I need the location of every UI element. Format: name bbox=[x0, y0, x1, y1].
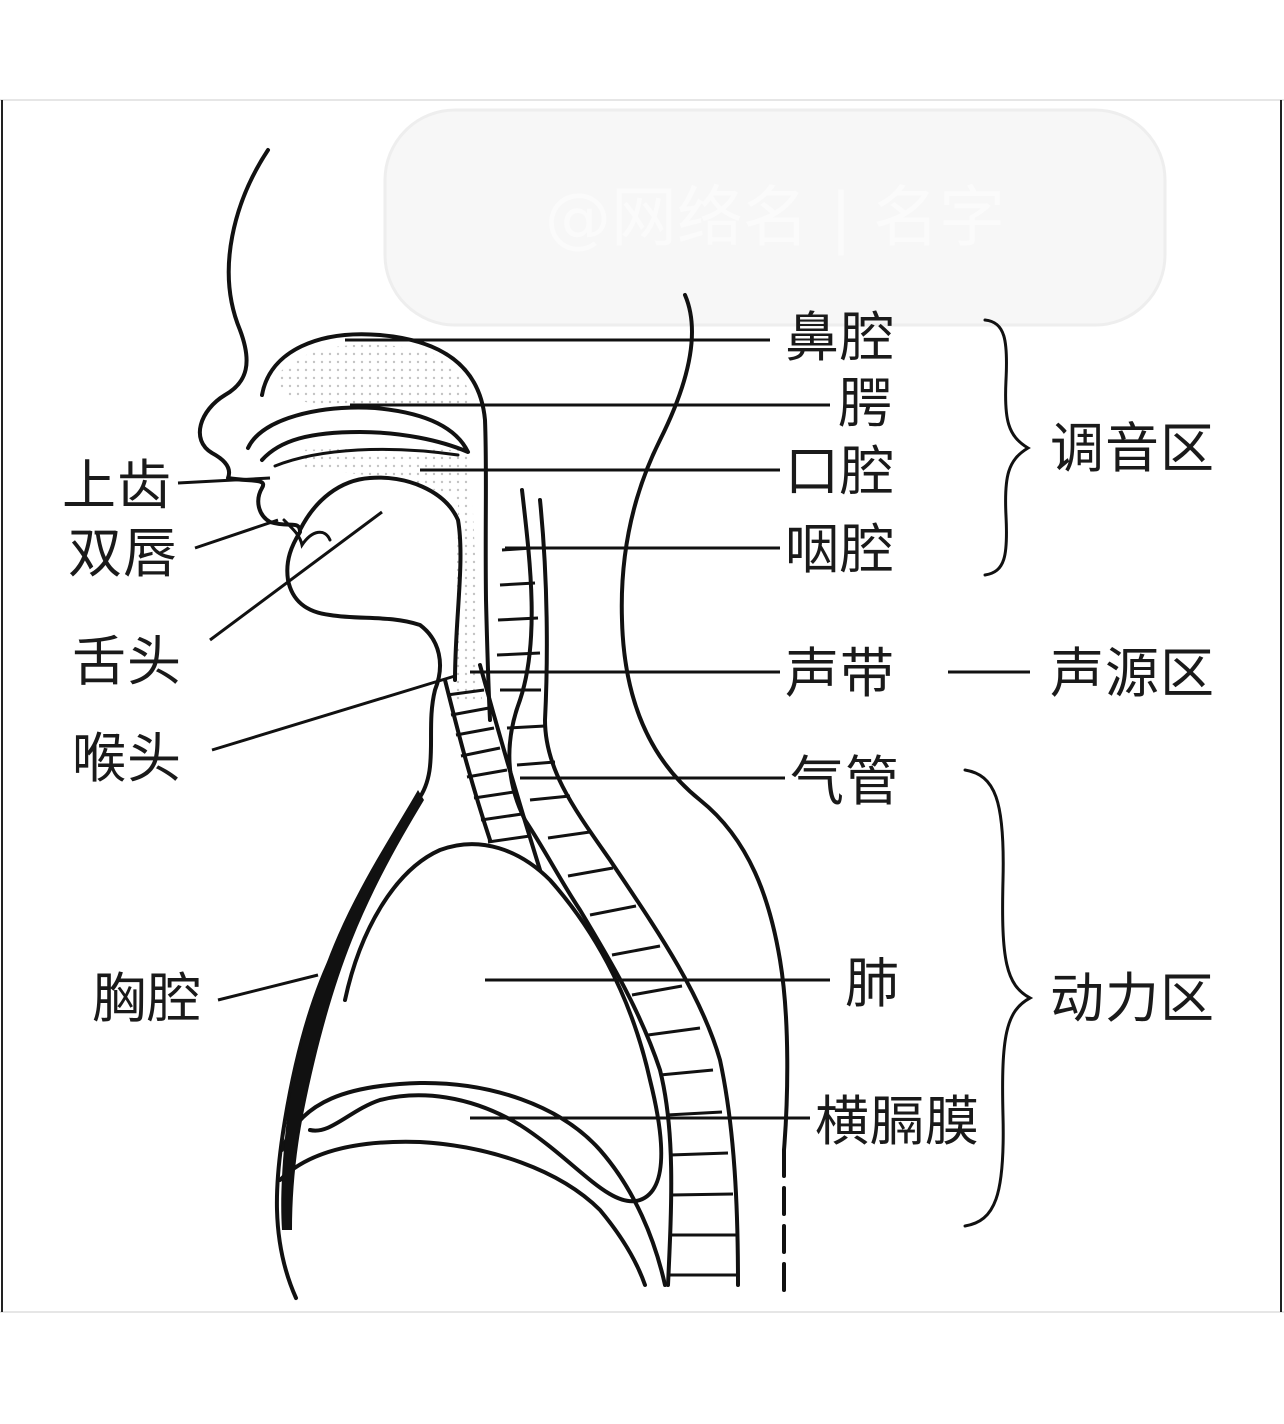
palate-outline bbox=[246, 405, 470, 462]
trachea-back bbox=[478, 663, 542, 872]
label-palate: 腭 bbox=[838, 372, 893, 435]
label-zone-sound-source: 声源区 bbox=[1050, 642, 1215, 705]
pharynx-back-wall bbox=[619, 293, 790, 1152]
diaphragm-outline bbox=[280, 1080, 667, 1287]
trachea-front bbox=[443, 678, 492, 842]
oral-pharynx-fill bbox=[300, 449, 482, 700]
label-lungs: 肺 bbox=[845, 952, 900, 1015]
diaphragm-lower bbox=[278, 1139, 647, 1287]
watermark: @网络名 | 名字 bbox=[383, 108, 1167, 327]
label-larynx: 喉头 bbox=[72, 727, 182, 790]
label-lips: 双唇 bbox=[68, 522, 178, 585]
label-diaphragm: 横膈膜 bbox=[815, 1090, 980, 1153]
label-trachea: 气管 bbox=[790, 750, 900, 813]
esophagus-front bbox=[507, 488, 674, 1287]
label-pharyngeal-cavity: 咽腔 bbox=[785, 518, 895, 581]
watermark-text: @网络名 | 名字 bbox=[545, 179, 1005, 256]
label-zone-power: 动力区 bbox=[1050, 967, 1215, 1030]
label-zone-articulation: 调音区 bbox=[1050, 417, 1215, 480]
label-vocal-cords: 声带 bbox=[785, 642, 895, 705]
label-thoracic-cavity: 胸腔 bbox=[92, 967, 202, 1030]
brace-power bbox=[963, 768, 1034, 1228]
teeth-lower bbox=[282, 518, 332, 549]
brace-articulation bbox=[983, 318, 1031, 577]
face-profile bbox=[197, 148, 442, 1300]
label-oral-cavity: 口腔 bbox=[785, 440, 895, 503]
label-nasal-cavity: 鼻腔 bbox=[785, 306, 895, 369]
label-tongue: 舌头 bbox=[72, 630, 182, 693]
tongue-outline bbox=[298, 475, 463, 682]
nasal-cavity-fill bbox=[275, 344, 470, 405]
trachea-rings bbox=[446, 688, 531, 844]
label-upper-teeth: 上齿 bbox=[62, 454, 172, 517]
lung-outline bbox=[308, 842, 664, 1204]
nasal-cavity-outline bbox=[260, 332, 492, 722]
leader-lines bbox=[177, 338, 1030, 1120]
spine-back bbox=[538, 498, 740, 1287]
velum-line bbox=[273, 447, 460, 468]
